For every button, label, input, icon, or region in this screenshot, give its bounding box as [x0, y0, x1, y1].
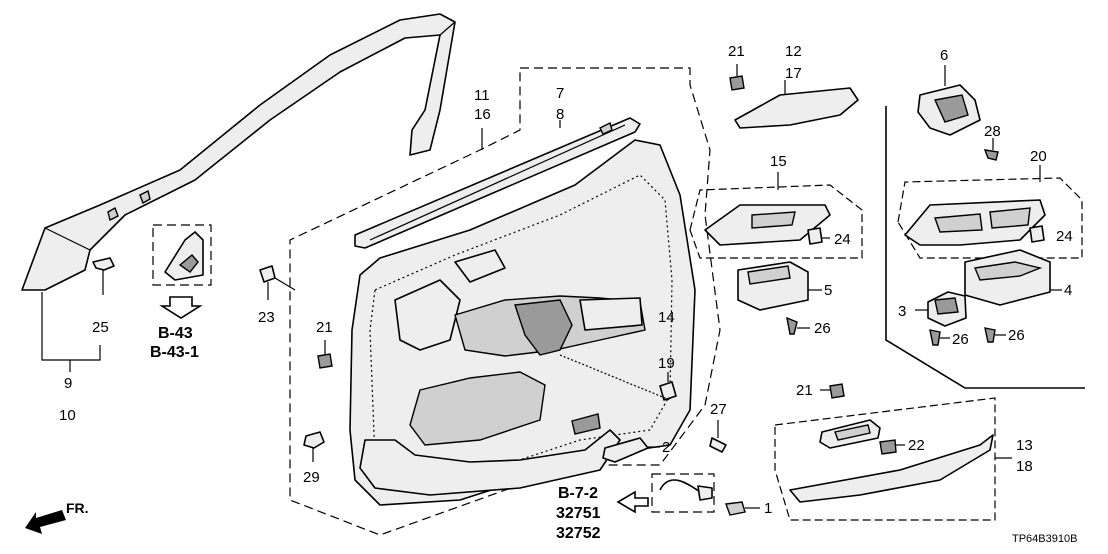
- callout-18: 18: [1016, 458, 1033, 475]
- door-lining-assembly-outline: [289, 67, 721, 536]
- callout-16: 16: [474, 106, 491, 123]
- callout-26-driver-b: 26: [1008, 327, 1025, 344]
- clip-25: [92, 257, 115, 295]
- ref-32752: 32752: [556, 525, 601, 542]
- callout-8: 8: [556, 106, 564, 123]
- screw-26-b: [929, 329, 950, 346]
- callout-15: 15: [770, 153, 787, 170]
- callout-3: 3: [898, 303, 906, 320]
- clip-21-cover: [729, 64, 745, 91]
- screw-27: [709, 420, 727, 453]
- callout-29: 29: [303, 469, 320, 486]
- mirror-switch-3: [915, 291, 967, 327]
- callout-27: 27: [710, 401, 727, 418]
- screw-26-a: [786, 316, 810, 335]
- callout-17: 17: [785, 65, 802, 82]
- clip-29: [303, 431, 325, 462]
- callout-22: 22: [908, 437, 925, 454]
- callout-2: 2: [662, 439, 670, 456]
- door-lining-panel: [349, 139, 696, 506]
- leader-9-10: [41, 292, 101, 361]
- callout-10: 10: [59, 407, 76, 424]
- clip-21-lining: [317, 340, 333, 369]
- diagram-code: TP64B3910B: [1012, 533, 1077, 545]
- callout-7: 7: [556, 85, 564, 102]
- door-sash-molding: [21, 13, 456, 291]
- armrest-cover: [734, 80, 859, 129]
- screw-28: [983, 138, 999, 161]
- callout-23: 23: [258, 309, 275, 326]
- clip-23: [259, 265, 296, 300]
- switch-panel-20-group: [897, 165, 1083, 259]
- switch-housing-6: [917, 65, 981, 136]
- clip-21-trim: [820, 383, 845, 399]
- callout-21-trim: 21: [796, 382, 813, 399]
- callout-21-cover: 21: [728, 43, 745, 60]
- cap-2: [602, 437, 660, 463]
- callout-12: 12: [785, 43, 802, 60]
- callout-1: 1: [764, 500, 772, 517]
- window-garnish-strip: [354, 117, 641, 249]
- front-label: FR.: [66, 500, 89, 516]
- callout-20: 20: [1030, 148, 1047, 165]
- speaker-inset: [152, 224, 212, 319]
- callout-21-lining: 21: [316, 319, 333, 336]
- front-direction-arrow: FR.: [25, 500, 89, 534]
- callout-25: 25: [92, 319, 109, 336]
- ref-b-7-2: B-7-2: [558, 485, 598, 502]
- bulb-1: [725, 501, 760, 516]
- callout-26-passenger: 26: [814, 320, 831, 337]
- master-switch-4: [964, 249, 1062, 306]
- door-lock-cable-inset: [616, 473, 715, 514]
- callout-11: 11: [474, 87, 490, 104]
- screw-26-c: [984, 327, 1006, 343]
- window-switch-5: [737, 261, 822, 311]
- callout-19: 19: [658, 355, 675, 372]
- callout-9: 9: [64, 375, 72, 392]
- callout-24-passenger: 24: [834, 231, 851, 248]
- driver-side-divider: [885, 106, 1085, 389]
- callout-24-driver: 24: [1056, 228, 1073, 245]
- cap-14-19: [559, 354, 677, 401]
- lower-trim-group: [774, 397, 1012, 521]
- ref-b-43-1: B-43-1: [150, 344, 199, 361]
- callout-4: 4: [1064, 282, 1072, 299]
- ref-b-43: B-43: [158, 325, 193, 342]
- callout-5: 5: [824, 282, 832, 299]
- callout-6: 6: [940, 47, 948, 64]
- callout-28: 28: [984, 123, 1001, 140]
- switch-panel-15-group: [689, 172, 863, 259]
- ref-32751: 32751: [556, 505, 601, 522]
- callout-14: 14: [658, 309, 675, 326]
- callout-26-driver-a: 26: [952, 331, 969, 348]
- callout-13: 13: [1016, 437, 1033, 454]
